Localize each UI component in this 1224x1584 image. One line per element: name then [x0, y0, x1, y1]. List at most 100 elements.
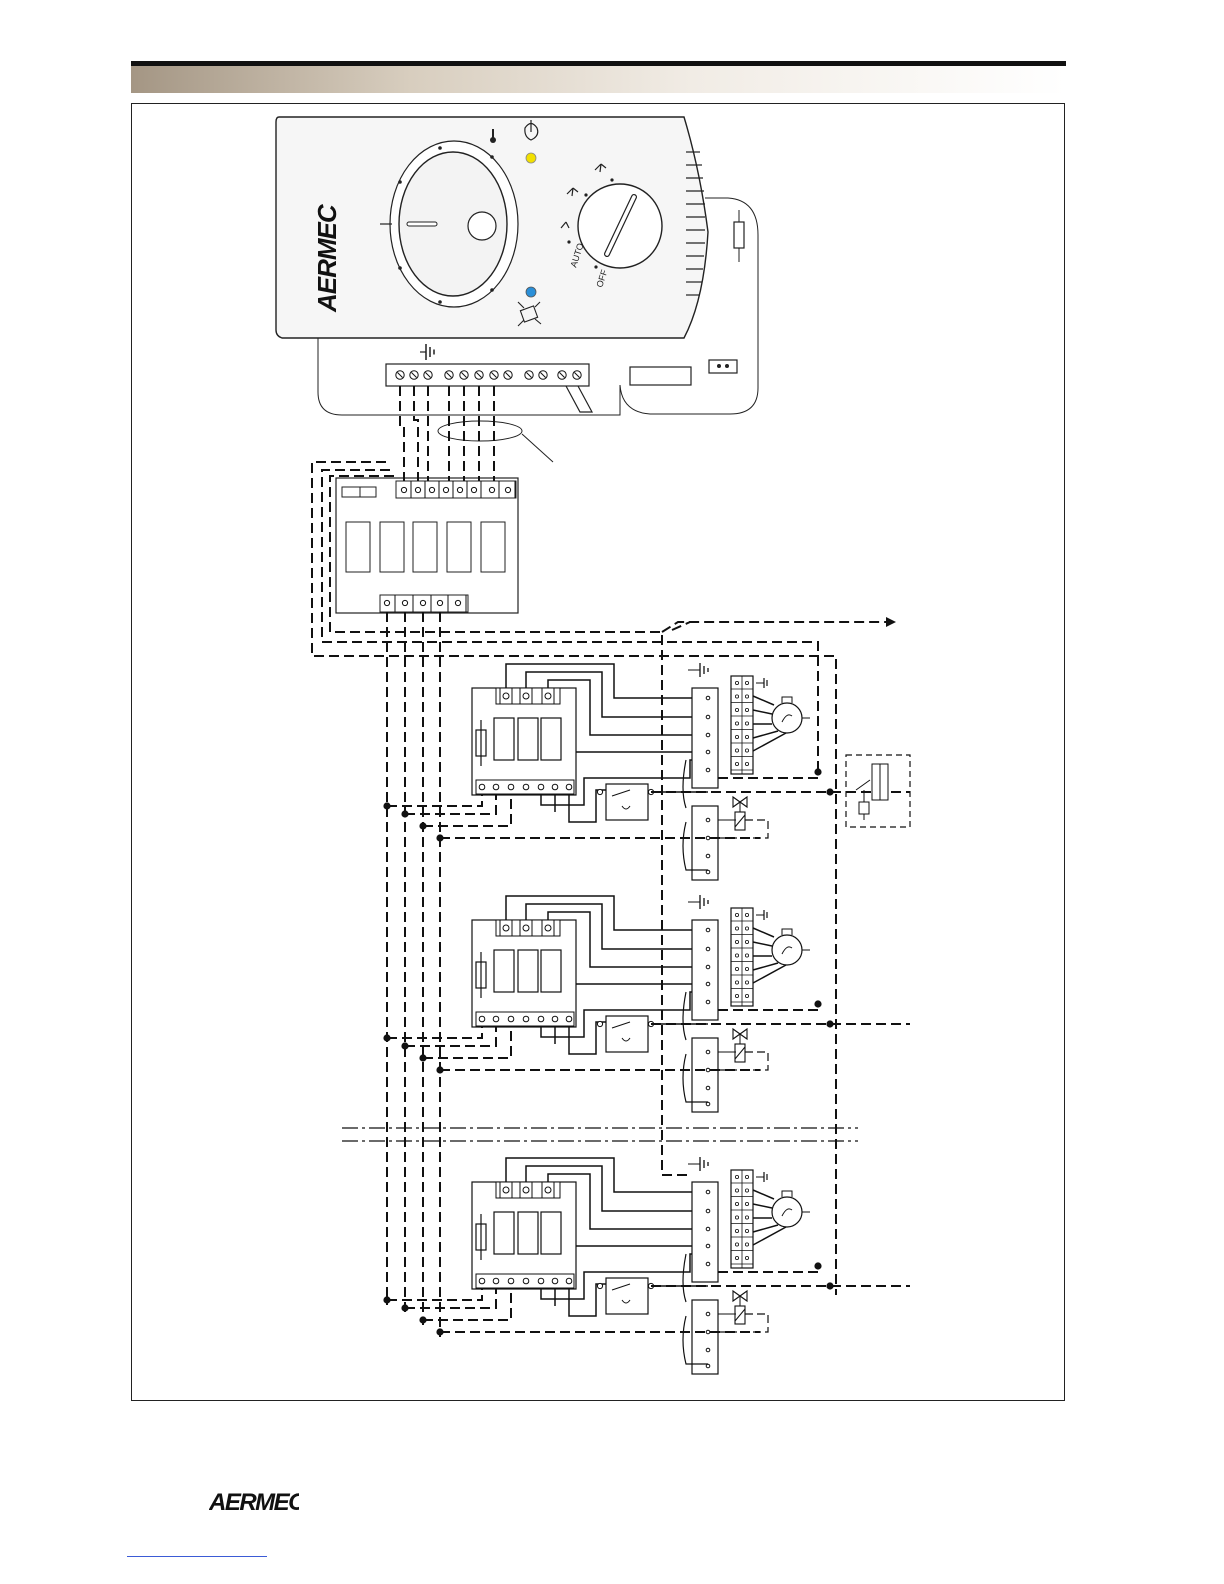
unit-terminal: [479, 784, 485, 790]
heat-indicator-led: [526, 153, 536, 163]
board-terminal: [505, 487, 510, 492]
board-terminal: [443, 487, 448, 492]
thermostat-controller: AUTO OFF AERMEC: [276, 117, 758, 415]
unit-terminal-strip: [692, 688, 718, 788]
junction-dot: [814, 768, 821, 775]
screw-terminal: [558, 371, 566, 379]
unit-terminal: [566, 1278, 572, 1284]
supply-arrow: [886, 617, 896, 627]
unit-terminal: [552, 1278, 558, 1284]
unit-relay: [518, 718, 538, 760]
unit-terminal: [545, 925, 551, 931]
junction-dot: [436, 834, 443, 841]
board-terminal: [415, 487, 420, 492]
board-terminal: [457, 487, 462, 492]
unit-terminal-strip: [692, 1182, 718, 1282]
junction-dot: [814, 1000, 821, 1007]
unit-relay: [494, 1212, 514, 1254]
junction-dot: [419, 822, 426, 829]
brand-logo-text: AERMEC: [312, 203, 342, 313]
junction-dot: [419, 1316, 426, 1323]
board-terminal: [489, 487, 494, 492]
junction-dot: [814, 1262, 821, 1269]
unit-terminal: [503, 925, 509, 931]
unit-relay: [494, 718, 514, 760]
unit-relay: [541, 950, 561, 992]
screw-terminal: [396, 371, 404, 379]
unit-terminal: [523, 784, 529, 790]
motor-icon: [772, 1191, 810, 1227]
fan-coil-unit-3: [383, 1157, 910, 1374]
main-relay-board: [336, 478, 518, 613]
screw-terminal: [410, 371, 418, 379]
board-terminal: [420, 600, 425, 605]
ground-icon: [688, 1157, 708, 1171]
valve-terminal-strip: [692, 806, 718, 880]
board-terminal: [455, 600, 460, 605]
unit-terminal: [479, 1278, 485, 1284]
pump-switch: [606, 784, 648, 820]
board-terminal: [384, 600, 389, 605]
screw-terminal: [504, 371, 512, 379]
screw-terminal: [445, 371, 453, 379]
unit-relay: [541, 718, 561, 760]
junction-dot: [383, 1034, 390, 1041]
unit-terminal: [538, 1278, 544, 1284]
junction-dot: [383, 802, 390, 809]
fan-coil-unit-2: [383, 895, 910, 1112]
unit-terminal: [552, 784, 558, 790]
unit-terminal: [566, 784, 572, 790]
unit-terminal-strip: [692, 920, 718, 1020]
pump-switch: [606, 1016, 648, 1052]
unit-relay: [541, 1212, 561, 1254]
footer-brand-text: AERMEC: [209, 1489, 299, 1515]
unit-terminal: [523, 1016, 529, 1022]
unit-terminal: [508, 1278, 514, 1284]
unit-terminal: [545, 693, 551, 699]
junction-dot: [826, 788, 833, 795]
ground-icon: [756, 910, 767, 920]
screw-terminal: [539, 371, 547, 379]
junction-dot: [436, 1328, 443, 1335]
junction-dot: [401, 810, 408, 817]
board-terminal: [429, 487, 434, 492]
pump-switch: [606, 1278, 648, 1314]
motor-icon: [772, 697, 810, 733]
junction-dot: [401, 1304, 408, 1311]
footer-brand-logo: AERMEC: [209, 1487, 299, 1515]
board-terminal: [471, 487, 476, 492]
valve-icon: [733, 1029, 747, 1062]
sensor-element: [734, 222, 744, 248]
unit-terminal: [493, 784, 499, 790]
board-terminal: [402, 600, 407, 605]
unit-terminal: [508, 1016, 514, 1022]
screw-terminal: [424, 371, 432, 379]
unit-terminal: [545, 1187, 551, 1193]
board-terminal: [401, 487, 406, 492]
screw-terminal: [525, 371, 533, 379]
junction-dot: [401, 1042, 408, 1049]
screw-terminal: [475, 371, 483, 379]
unit-terminal: [538, 1016, 544, 1022]
cool-indicator-led: [526, 287, 536, 297]
screw-terminal: [573, 371, 581, 379]
footer-link-underline: [127, 1556, 267, 1557]
unit-terminal: [503, 693, 509, 699]
junction-dot: [383, 1296, 390, 1303]
fan-coil-unit-1: [383, 663, 910, 880]
unit-terminal: [523, 693, 529, 699]
aux-terminal-block: [630, 367, 691, 385]
screw-terminal: [460, 371, 468, 379]
unit-relay: [494, 950, 514, 992]
valve-icon: [733, 797, 747, 830]
valve-terminal-strip: [692, 1300, 718, 1374]
unit-terminal: [503, 1187, 509, 1193]
ground-icon: [688, 895, 708, 909]
ground-icon: [756, 678, 767, 688]
jumper-connector: [709, 360, 737, 373]
unit-relay: [518, 1212, 538, 1254]
valve-terminal-strip: [692, 1038, 718, 1112]
unit-relay: [518, 950, 538, 992]
